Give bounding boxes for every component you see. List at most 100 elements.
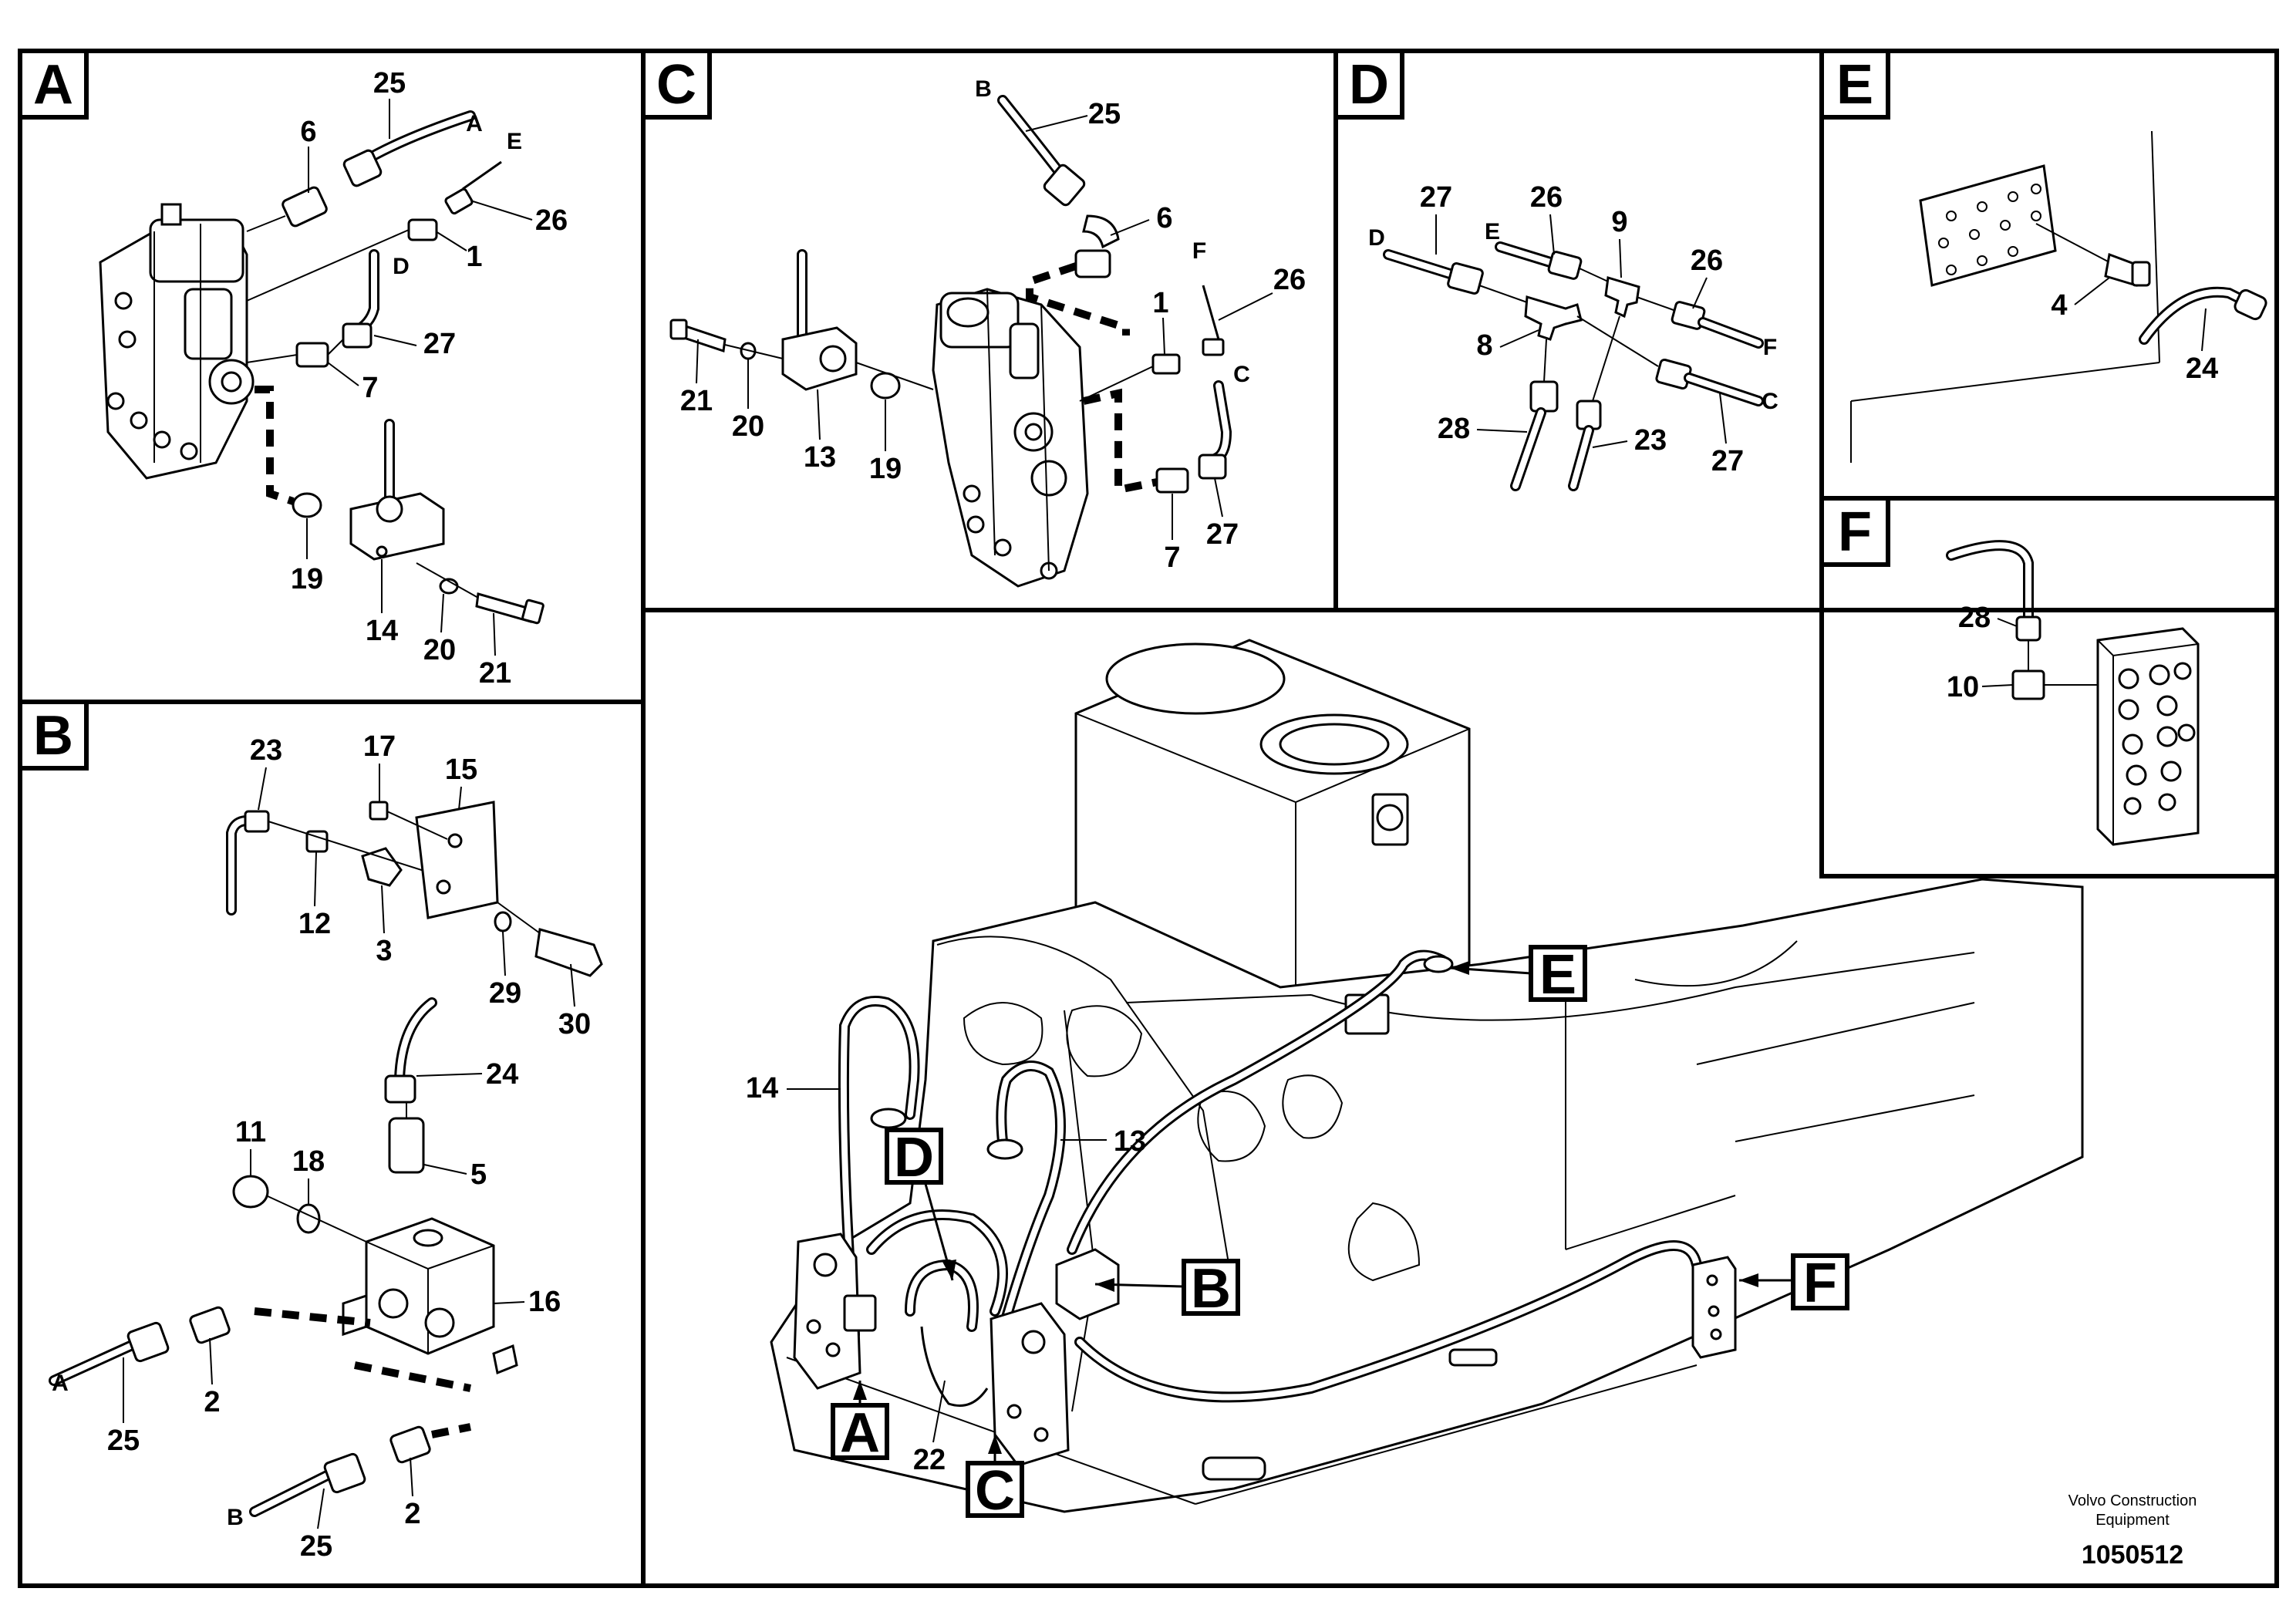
panel-a-letter: A (33, 54, 73, 116)
panel-e-callouts: 4 24 (2051, 277, 2218, 385)
svg-text:28: 28 (1958, 602, 1991, 634)
svg-text:16: 16 (528, 1286, 561, 1318)
main-view-callouts: 14 13 22 (746, 1072, 1146, 1476)
svg-text:28: 28 (1438, 413, 1470, 445)
svg-text:25: 25 (373, 67, 406, 99)
svg-text:20: 20 (732, 410, 764, 443)
svg-text:19: 19 (869, 453, 902, 485)
panel-d-letter: D (1349, 54, 1389, 116)
svg-text:6: 6 (300, 116, 316, 148)
main-view-tags: E D B F A C (831, 944, 1849, 1522)
svg-text:7: 7 (1164, 541, 1180, 574)
footer: Volvo Construction Equipment 1050512 (2068, 1492, 2197, 1570)
valve-block-f-main (1691, 1256, 1737, 1359)
svg-text:2: 2 (404, 1498, 420, 1530)
tag-leaders (853, 961, 1793, 1462)
svg-text:23: 23 (250, 734, 282, 767)
svg-text:15: 15 (445, 754, 477, 786)
svg-text:29: 29 (489, 977, 521, 1010)
document-number: 1050512 (2082, 1540, 2183, 1570)
panel-d: D 27 (1333, 49, 1824, 612)
main-view: 14 13 22 E D B F A C Volvo Construction … (641, 608, 2279, 1588)
svg-text:B: B (975, 76, 992, 102)
svg-text:1: 1 (1152, 287, 1168, 319)
svg-text:25: 25 (1088, 98, 1121, 130)
svg-text:C: C (1762, 389, 1778, 414)
tag-c: C (975, 1460, 1015, 1522)
svg-text:27: 27 (1420, 181, 1452, 214)
svg-text:18: 18 (292, 1145, 325, 1178)
svg-text:1: 1 (466, 241, 482, 273)
panel-e-letter: E (1836, 54, 1873, 116)
panel-b-callouts: 23 17 15 12 3 29 30 24 11 18 5 16 A 25 (52, 730, 591, 1563)
panel-a: A (18, 49, 646, 704)
svg-text:D: D (1368, 225, 1385, 251)
panel-e: E 4 24 (1819, 49, 2279, 501)
panel-b: B (18, 700, 646, 1588)
svg-text:9: 9 (1611, 206, 1627, 238)
company-line-1: Volvo Construction (2068, 1492, 2197, 1509)
svg-text:17: 17 (363, 730, 396, 763)
panel-c: C (641, 49, 1338, 612)
svg-text:20: 20 (423, 634, 456, 666)
svg-text:8: 8 (1476, 329, 1492, 362)
svg-text:E: E (507, 129, 522, 154)
panel-a-callouts: 25 6 A E 26 1 D 27 7 19 14 20 21 (291, 67, 568, 690)
svg-text:24: 24 (2186, 352, 2218, 385)
tag-a: A (840, 1402, 880, 1464)
svg-text:7: 7 (362, 372, 378, 404)
svg-text:27: 27 (423, 328, 456, 360)
svg-text:B: B (227, 1505, 244, 1530)
svg-text:21: 21 (680, 385, 713, 417)
panel-c-callouts: B 25 6 F 26 1 C 21 20 13 19 7 27 (680, 76, 1306, 574)
valve-assembly-a (793, 1233, 877, 1390)
panel-f-letter: F (1838, 501, 1872, 563)
svg-text:26: 26 (1691, 244, 1723, 277)
svg-text:26: 26 (1273, 264, 1306, 296)
svg-text:D: D (393, 254, 410, 279)
valve-block-f (2096, 627, 2200, 846)
svg-text:F: F (1192, 238, 1206, 264)
svg-text:C: C (1233, 362, 1250, 387)
svg-text:6: 6 (1156, 202, 1172, 234)
svg-text:27: 27 (1711, 445, 1744, 477)
svg-text:12: 12 (298, 908, 331, 940)
valve-assembly-c (990, 1302, 1070, 1467)
svg-text:11: 11 (235, 1116, 266, 1148)
svg-text:4: 4 (2051, 289, 2067, 322)
svg-text:5: 5 (470, 1158, 487, 1191)
panel-f: F 28 10 (1819, 496, 2279, 878)
panel-c-letter: C (656, 54, 696, 116)
svg-text:2: 2 (204, 1386, 220, 1418)
valve-block-b (1055, 1248, 1120, 1320)
svg-text:A: A (52, 1371, 69, 1396)
junction-block (342, 1217, 518, 1375)
svg-text:F: F (1763, 335, 1777, 360)
upper-frame (770, 878, 2084, 1513)
svg-text:24: 24 (486, 1058, 518, 1091)
svg-text:14: 14 (366, 615, 398, 647)
panel-d-callouts: 27 26 9 D E 26 8 F C 28 23 27 (1368, 181, 1778, 477)
svg-text:30: 30 (558, 1008, 591, 1040)
svg-text:23: 23 (1634, 424, 1667, 457)
tag-b: B (1191, 1258, 1231, 1320)
main-hoses (838, 949, 1702, 1407)
svg-text:25: 25 (300, 1530, 332, 1563)
svg-text:E: E (1485, 219, 1500, 244)
svg-text:22: 22 (913, 1444, 946, 1476)
svg-text:13: 13 (1114, 1125, 1146, 1158)
panel-b-letter: B (33, 705, 73, 767)
svg-text:26: 26 (1530, 181, 1563, 214)
company-line-2: Equipment (2095, 1512, 2170, 1529)
control-valve-a (99, 203, 255, 480)
svg-text:14: 14 (746, 1072, 778, 1104)
svg-text:10: 10 (1947, 671, 1979, 703)
svg-text:21: 21 (479, 657, 511, 690)
tag-f: F (1803, 1253, 1837, 1314)
tag-d: D (894, 1127, 934, 1189)
svg-text:25: 25 (107, 1425, 140, 1457)
svg-text:19: 19 (291, 563, 323, 595)
control-valve-c (932, 288, 1089, 588)
svg-text:13: 13 (804, 441, 836, 474)
